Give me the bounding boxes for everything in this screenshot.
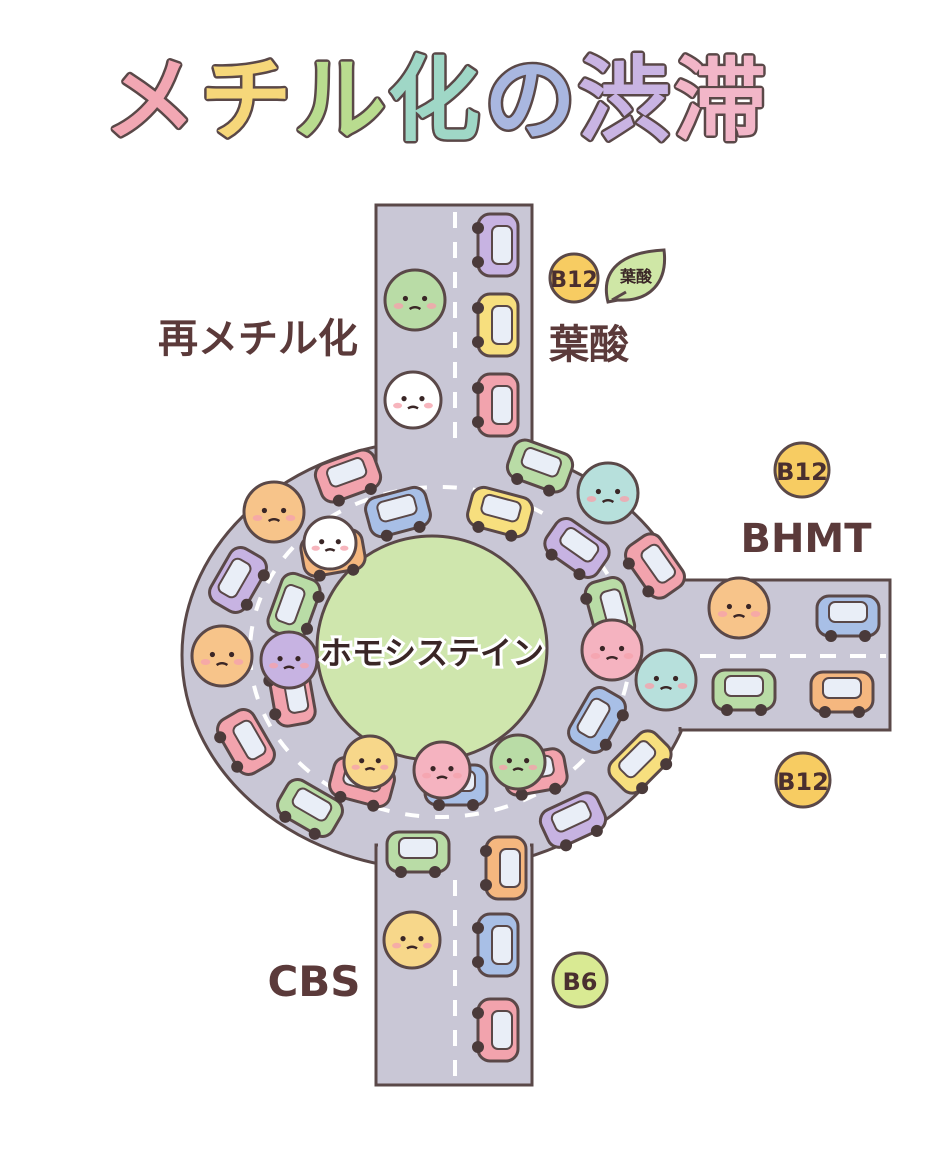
blob-character-icon (344, 736, 396, 788)
blob-character-icon (582, 620, 642, 680)
vitamin-badge-b12-top: B12 (550, 254, 598, 302)
vitamin-badge-b6: B6 (553, 953, 607, 1007)
vitamin-b12-text: B12 (776, 458, 828, 486)
vitamin-b12-text: B12 (777, 768, 829, 796)
center-label: ホモシステイン (320, 634, 544, 672)
remethylation-label: 再メチル化 (158, 316, 358, 362)
blob-character-icon (636, 650, 696, 710)
blob-character-icon (244, 482, 304, 542)
car-icon (713, 670, 775, 716)
car-icon (472, 999, 518, 1061)
car-icon (472, 914, 518, 976)
title: メチル化の渋滞 (104, 47, 766, 154)
leaf-label: 葉酸 (619, 267, 653, 286)
bhmt-label: BHMT (740, 516, 872, 562)
blob-character-icon (385, 270, 445, 330)
blob-character-icon (491, 735, 545, 789)
title-char: 渋 (578, 47, 670, 154)
title-char: メ (104, 47, 196, 154)
blob-character-icon (709, 578, 769, 638)
vitamin-badge-b12-right-bottom: B12 (776, 753, 830, 807)
car-icon (472, 374, 518, 436)
vitamin-badge-b12-right-top: B12 (775, 443, 829, 497)
title-char: の (484, 47, 576, 154)
blob-character-icon (414, 742, 470, 798)
car-icon (472, 214, 518, 276)
blob-character-icon (261, 632, 317, 688)
vitamin-b6-text: B6 (563, 968, 598, 996)
vitamin-b12-text: B12 (550, 268, 597, 293)
cbs-label: CBS (267, 957, 360, 1006)
car-icon (480, 837, 526, 899)
title-char: 滞 (674, 47, 766, 154)
blob-character-icon (192, 626, 252, 686)
car-icon (811, 672, 873, 718)
blob-character-icon (578, 463, 638, 523)
title-char: 化 (388, 47, 480, 154)
blob-character-icon (304, 517, 356, 569)
car-icon (472, 294, 518, 356)
car-icon (387, 832, 449, 878)
blob-character-icon (384, 912, 440, 968)
blob-character-icon (385, 372, 441, 428)
car-icon (817, 596, 879, 642)
folate-label: 葉酸 (548, 322, 630, 368)
title-char: ル (294, 47, 386, 154)
folate-leaf: 葉酸 (606, 250, 664, 302)
title-char: チ (200, 47, 292, 154)
